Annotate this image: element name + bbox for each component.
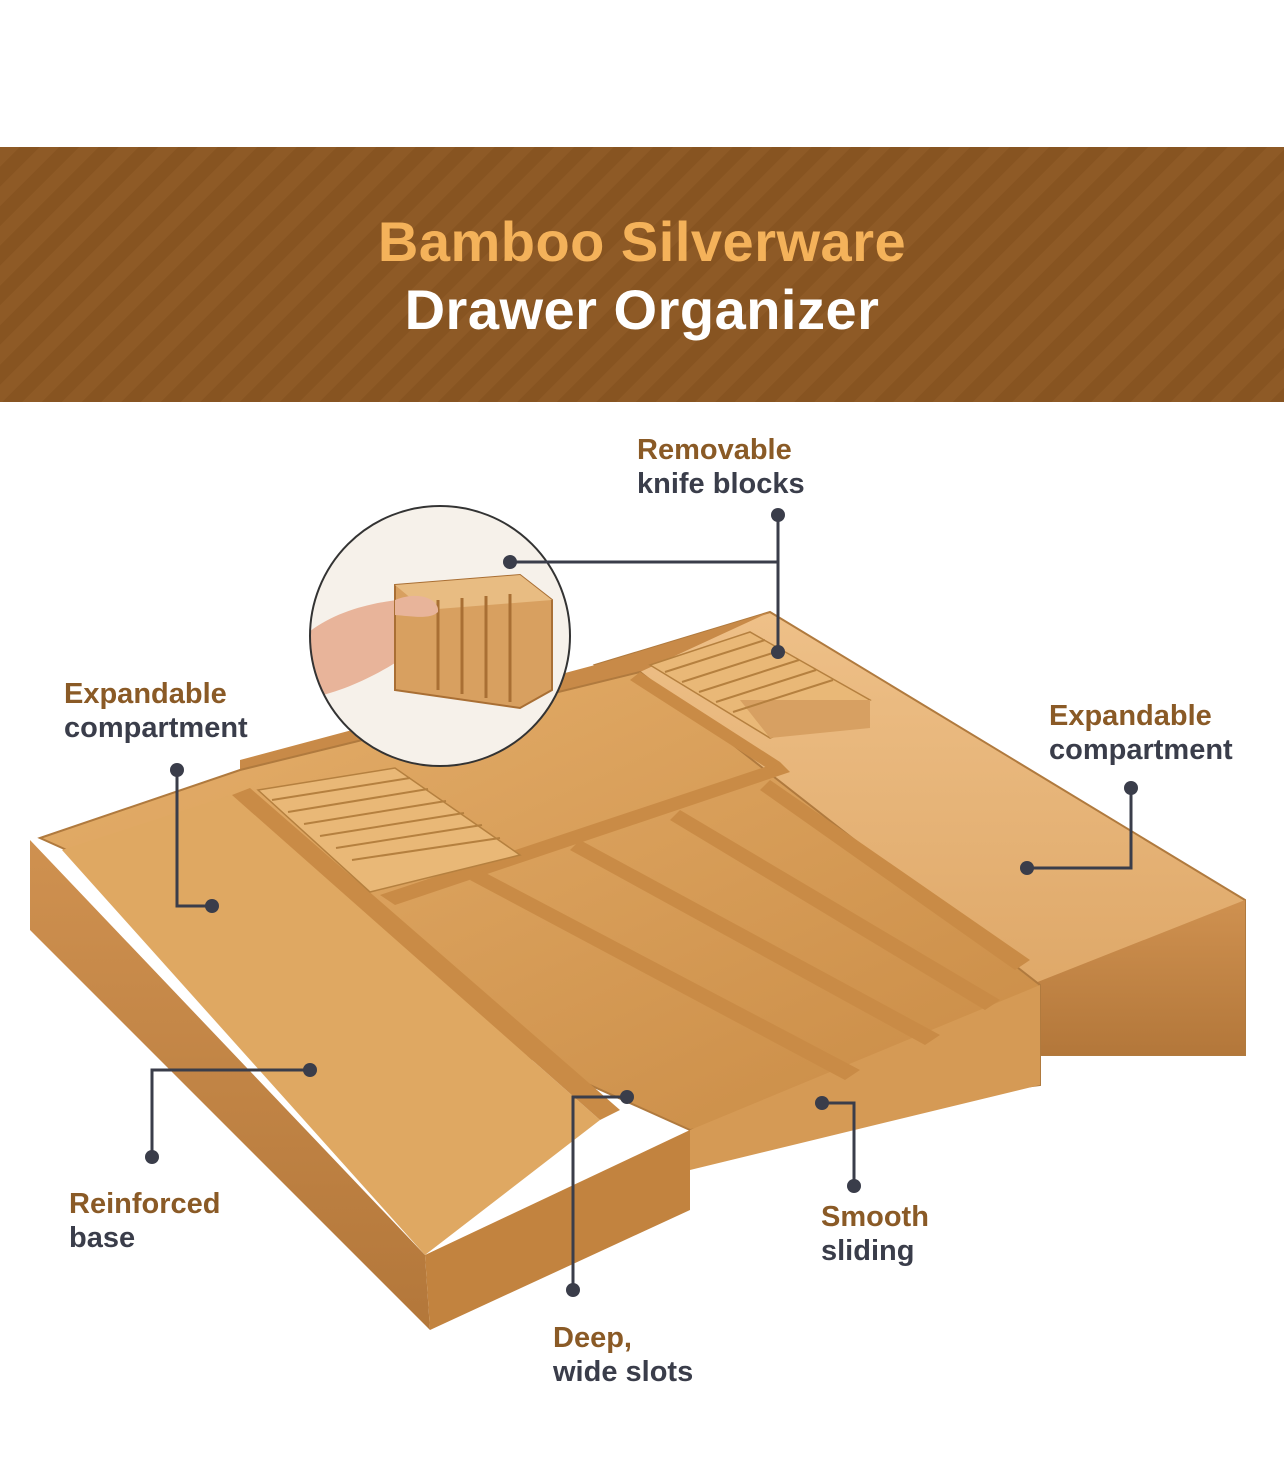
callout-knife-blocks-line1: Removable — [637, 434, 792, 466]
callout-slots-line2: wide slots — [553, 1356, 694, 1388]
callout-right-compartment-line2: compartment — [1049, 734, 1233, 766]
callout-base-line2: base — [69, 1222, 136, 1254]
callout-dots — [145, 508, 1138, 1297]
knife-block-inset — [309, 505, 571, 767]
callout-right-compartment: Expandable compartment — [1049, 699, 1233, 767]
callout-sliding-line1: Smooth — [821, 1201, 929, 1233]
title-line-2: Drawer Organizer — [404, 278, 880, 341]
callout-left-compartment-line2: compartment — [64, 712, 248, 744]
title-line-1: Bamboo Silverware — [377, 210, 907, 273]
callout-right-compartment-line1: Expandable — [1049, 700, 1212, 732]
callout-base: Reinforced base — [69, 1187, 220, 1255]
callout-lines — [150, 515, 1133, 1290]
callout-knife-blocks: Removable knife blocks — [637, 433, 805, 501]
callout-slots: Deep, wide slots — [553, 1321, 693, 1389]
callout-left-compartment: Expandable compartment — [64, 677, 248, 745]
callout-sliding: Smooth sliding — [821, 1200, 929, 1268]
callout-sliding-line2: sliding — [821, 1235, 915, 1267]
title-banner: Bamboo Silverware Drawer Organizer — [0, 147, 1284, 402]
callout-knife-blocks-line2: knife blocks — [637, 468, 805, 500]
callout-left-compartment-line1: Expandable — [64, 678, 227, 710]
callout-base-line1: Reinforced — [69, 1188, 221, 1220]
callout-slots-line1: Deep, — [553, 1322, 632, 1354]
